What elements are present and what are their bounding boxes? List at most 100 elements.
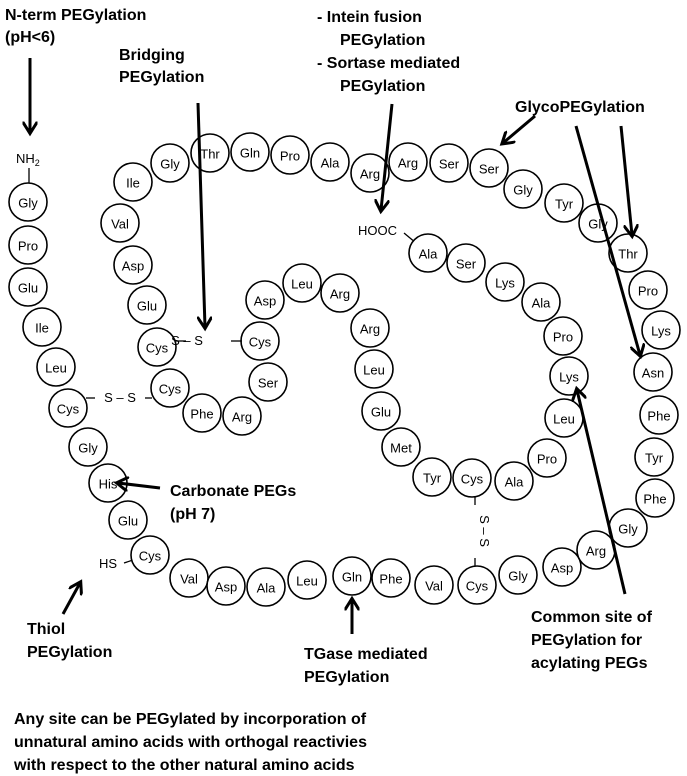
residue-circle [350,308,390,348]
residue-gly: Gly [608,508,648,548]
residue-ile: Ile [113,162,153,202]
residue-ala: Ala [408,233,448,273]
residue-label: Ser [456,257,477,272]
residue-cys: Cys [240,321,280,361]
residue-label: Gln [342,570,362,585]
residue-gly: Gly [503,169,543,209]
intein-label: - Intein fusion [317,9,422,26]
thiol-arrow [61,583,80,615]
residue-label: Arg [330,287,350,302]
residue-circle [414,565,454,605]
hs-label: HS [99,556,117,571]
residue-arg: Arg [350,153,390,193]
residue-label: Cys [466,579,489,594]
residue-label: Ser [258,376,279,391]
residue-circle [408,233,448,273]
residue-label: Arg [360,167,380,182]
residue-label: Cys [139,549,162,564]
residue-label: Phe [379,572,402,587]
disulfide-bridge-3: S – S [477,515,492,547]
residue-glu: Glu [127,285,167,325]
residue-circle [68,427,108,467]
residue-tyr: Tyr [634,437,674,477]
residue-circle [8,267,48,307]
nterm-label-ph: (pH<6) [5,29,55,46]
footer-line-2: unnatural amino acids with orthogal reac… [14,734,367,751]
footer-line-1: Any site can be PEGylated by incorporati… [14,711,367,728]
residue-circle [246,567,286,607]
residue-thr: Thr [608,233,648,273]
residue-cys: Cys [150,368,190,408]
residue-asp: Asp [542,547,582,587]
residue-pro: Pro [628,270,668,310]
residue-asp: Asp [113,245,153,285]
residue-leu: Leu [287,560,327,600]
residue-ser: Ser [469,148,509,188]
residue-circle [108,500,148,540]
residue-pro: Pro [527,438,567,478]
residue-circle [429,143,469,183]
residue-label: Thr [618,247,638,262]
residue-circle [635,478,675,518]
residue-pro: Pro [543,316,583,356]
residue-label: Ile [35,321,49,336]
nterm-label: N-term PEGylation [5,7,146,24]
residue-label: Cys [159,382,182,397]
residue-circle [628,270,668,310]
residue-circle [527,438,567,478]
hooc-label: HOOC [358,223,397,238]
tgase-label: TGase mediated [304,646,428,663]
acylating-arrow [577,390,627,595]
bridging-label-2: PEGylation [119,69,204,86]
residue-label: Gly [78,441,98,456]
residue-label: Cys [146,341,169,356]
residue-label: Leu [553,412,575,427]
residue-label: Lys [559,370,579,385]
residue-label: Arg [586,544,606,559]
residue-label: Ser [439,157,460,172]
residue-label: Gly [513,183,533,198]
residue-circle [494,461,534,501]
residue-circle [452,458,492,498]
residue-label: Asn [642,366,664,381]
residue-circle [150,143,190,183]
residue-circle [310,142,350,182]
residue-circle [543,316,583,356]
residue-val: Val [414,565,454,605]
residue-circle [222,396,262,436]
carbonate-label-ph: (pH 7) [170,506,215,523]
residue-ser: Ser [429,143,469,183]
disulfide-bridge-2: S – S [104,390,136,405]
sortase-label-2: PEGylation [340,78,425,95]
residue-circle [182,393,222,433]
acylating-label-3: acylating PEGs [531,655,648,672]
residue-label: Asp [215,580,237,595]
residue-cys: Cys [452,458,492,498]
residue-circle [412,457,452,497]
residue-leu: Leu [544,398,584,438]
residue-pro: Pro [8,225,48,265]
carbonate-label: Carbonate PEGs [170,483,296,500]
residue-label: Thr [200,147,220,162]
residue-circle [521,282,561,322]
residue-circle [361,391,401,431]
residue-circle [127,285,167,325]
residue-asp: Asp [206,566,246,606]
residue-leu: Leu [36,347,76,387]
glyco-thr-arrow [619,125,632,235]
residue-circle [113,245,153,285]
residue-label: Cys [461,472,484,487]
residue-phe: Phe [371,558,411,598]
residue-ser: Ser [446,243,486,283]
residue-cys: Cys [48,388,88,428]
residue-tyr: Tyr [544,183,584,223]
residue-label: Pro [537,452,557,467]
residue-circle [354,349,394,389]
residue-circle [150,368,190,408]
residue-label: Tyr [423,471,442,486]
bridging-label: Bridging [119,47,185,64]
residue-ala: Ala [494,461,534,501]
residue-circle [287,560,327,600]
